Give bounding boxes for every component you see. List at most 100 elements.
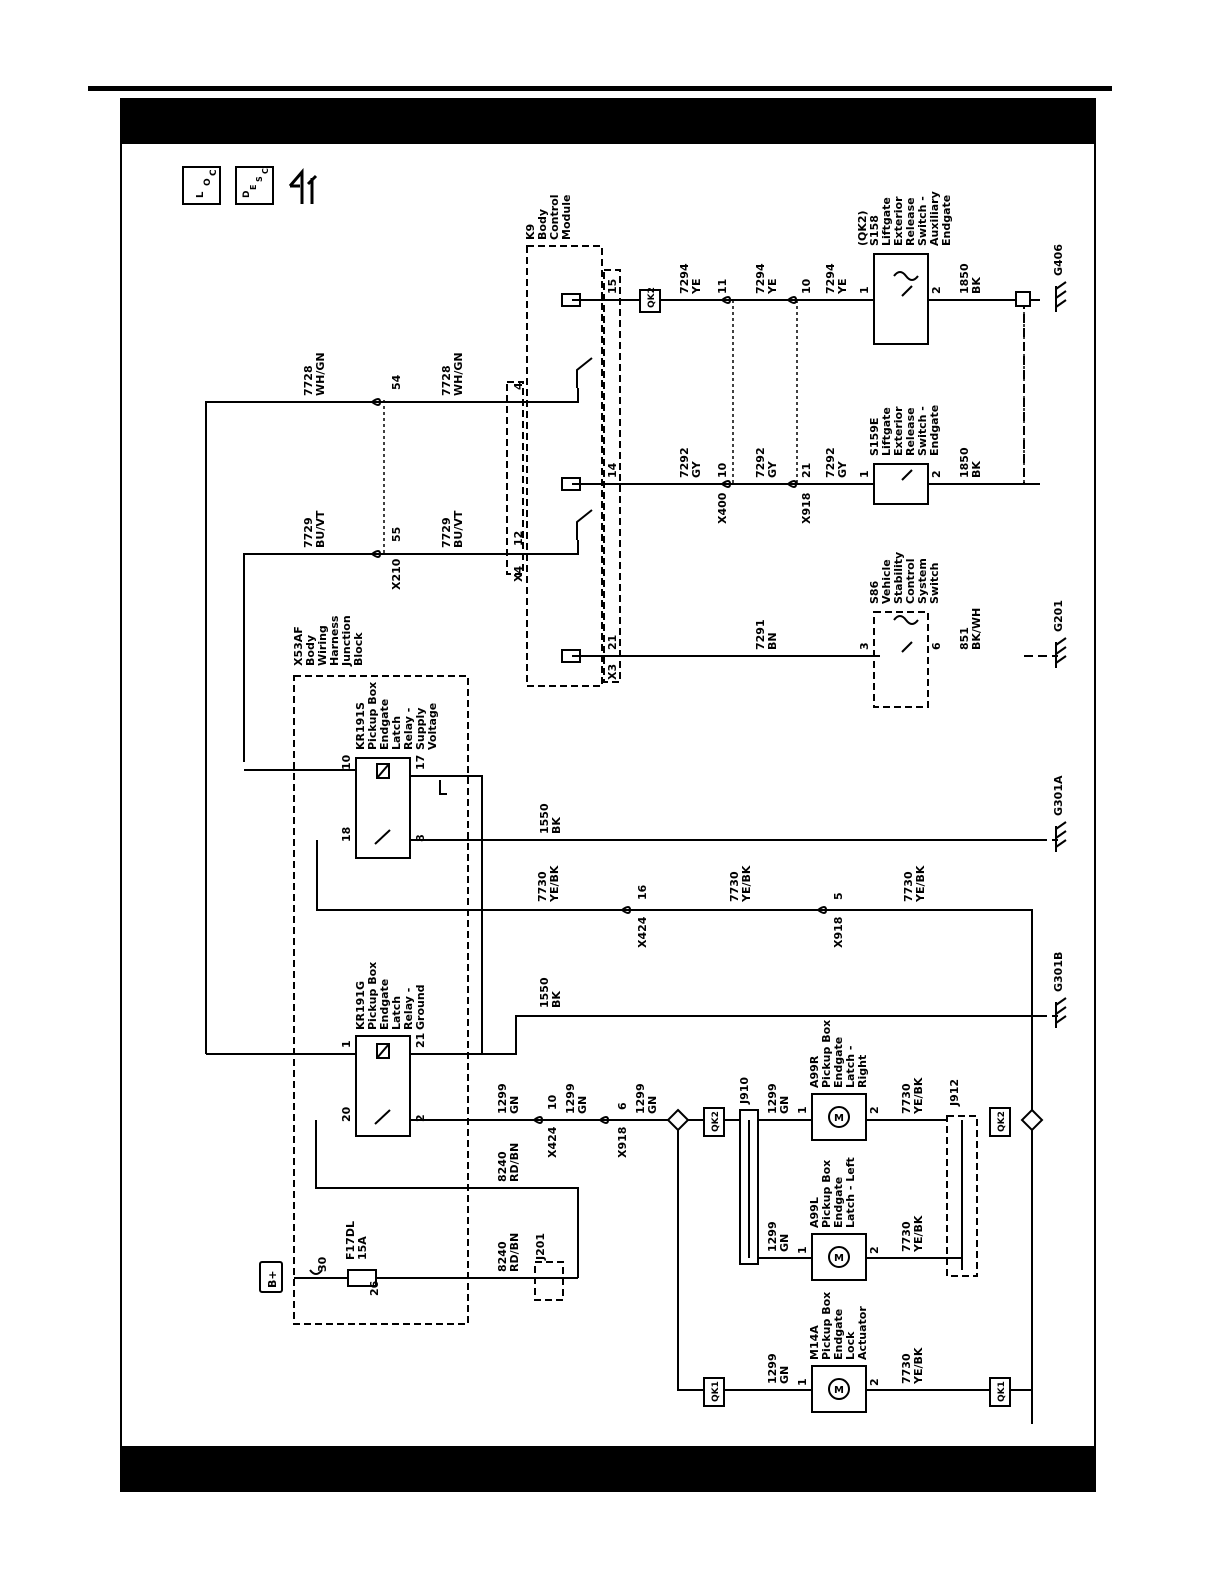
- s158-sub4: Switch -: [916, 196, 929, 246]
- s158-title: S158: [868, 215, 881, 246]
- pin-6-x918: 6: [616, 1102, 629, 1110]
- m14a-sub2: Endgate: [832, 1309, 845, 1360]
- desc-letter-e: E: [249, 185, 258, 190]
- m14a-sub4: Actuator: [856, 1306, 869, 1360]
- s158-sub3: Release: [904, 197, 917, 246]
- pin-8-kr191s: 8: [414, 834, 427, 842]
- wire-7730-d-color: YE/BK: [912, 1077, 925, 1115]
- wire-7729-low-number: 7729: [440, 517, 453, 548]
- a99r-title: A99R: [808, 1055, 821, 1088]
- battery-label: B+: [266, 1270, 279, 1288]
- kr191s-contact-icon: [374, 829, 391, 845]
- splice-diamond-right: [1020, 1108, 1044, 1132]
- s159e-switch-box[interactable]: [873, 463, 929, 505]
- wire-7292-c-color: GY: [836, 460, 849, 478]
- qk2-right-text: QK2: [997, 1111, 1007, 1132]
- a99r-motor-icon: [828, 1106, 850, 1128]
- g201-ground-icon: [1055, 637, 1067, 668]
- x424-label-low: X424: [546, 1126, 559, 1158]
- fuse-f17dl[interactable]: [347, 1269, 377, 1287]
- battery-terminal[interactable]: [259, 1261, 283, 1293]
- g301a-label: G301A: [1052, 775, 1065, 816]
- j912-splice-outline: [946, 1115, 978, 1277]
- pin-21-x918: 21: [800, 463, 813, 478]
- a99l-motor-letter: M: [834, 1253, 844, 1264]
- s158-switch-box[interactable]: [873, 253, 929, 345]
- kr191s-pin17-stub: [439, 780, 447, 795]
- wire-851-color: BK/WH: [970, 608, 983, 650]
- pin-1-kr191g: 1: [340, 1040, 353, 1048]
- k9-body-control-module-outline: [526, 245, 603, 687]
- pin-12: 12: [512, 531, 525, 546]
- x3-label: X3: [606, 664, 619, 680]
- x53af-sub1: Body: [304, 635, 317, 666]
- wire-7730-a-color: YE/BK: [548, 865, 561, 903]
- qk1-left-text: QK1: [711, 1381, 721, 1402]
- desc-icon[interactable]: D E S C: [235, 166, 274, 205]
- diagram-frame: L O C D E S C: [120, 98, 1096, 1492]
- x53af-sub4: Junction: [340, 615, 353, 667]
- pin-1-s158: 1: [858, 286, 871, 294]
- a99r-sub2: Endgate: [832, 1037, 845, 1088]
- k9-sub3: Module: [560, 195, 573, 240]
- k9-resistor-15-icon: [561, 293, 581, 307]
- x4-label: X4: [512, 566, 525, 582]
- x918-pin10-icon: [787, 296, 798, 304]
- wire-1299-e-color: GN: [778, 1234, 791, 1252]
- pin-10-x400: 10: [716, 462, 729, 478]
- g301a-ground-icon: [1055, 821, 1067, 852]
- wire-1299-a-color: GN: [508, 1096, 521, 1114]
- g406-label: G406: [1052, 244, 1065, 276]
- s86-switch-outline: [873, 611, 929, 708]
- a99l-sub3: Latch - Left: [844, 1157, 857, 1228]
- wire-7728-top-number: 7728: [302, 365, 315, 396]
- kr191g-sub5: Ground: [414, 984, 427, 1030]
- pin-1-m14a: 1: [796, 1378, 809, 1386]
- wire-1850-b-color: BK: [970, 461, 983, 478]
- x53af-sub3: Harness: [328, 615, 341, 666]
- wire-7294-a-color: YE: [690, 279, 703, 295]
- x53af-junction-block-outline: [293, 675, 469, 1325]
- wire-1299-b-color: GN: [576, 1096, 589, 1114]
- wire-7294-c-color: YE: [836, 279, 849, 295]
- wire-7730-f-color: YE/BK: [912, 1347, 925, 1385]
- wire-7728-top-color: WH/GN: [314, 352, 327, 396]
- loc-icon[interactable]: L O C: [182, 166, 221, 205]
- wire-7730-f-number: 7730: [900, 1353, 913, 1384]
- top-rule: [88, 86, 1112, 91]
- x210-pin54-icon: [371, 398, 382, 406]
- s158-switch-icon: [901, 285, 913, 297]
- x53af-title: X53AF: [292, 626, 305, 666]
- g406-terminal: [1015, 291, 1031, 307]
- qk2-badge-k9: [639, 289, 661, 313]
- wire-8240-a-color: RD/BN: [508, 1143, 521, 1182]
- k9-input-switch-12-icon: [576, 509, 593, 540]
- diagnostic-wrench-icon[interactable]: [288, 167, 318, 204]
- a99r-sub3: Latch -: [844, 1046, 857, 1088]
- pin-10-kr191s: 10: [340, 754, 353, 770]
- desc-letter-d: D: [242, 191, 252, 198]
- wire-7294-b-color: YE: [766, 279, 779, 295]
- x918-pin6-icon: [599, 1116, 610, 1124]
- x3-connector-outline: [603, 269, 621, 683]
- wire-harness: [205, 299, 1042, 1424]
- wire-7291-number: 7291: [754, 619, 767, 650]
- kr191g-contact-icon: [374, 1109, 391, 1125]
- qk1-right-text: QK1: [997, 1381, 1007, 1402]
- wire-7729-low-color: BU/VT: [452, 510, 465, 548]
- qk1-badge-right: [989, 1377, 1011, 1407]
- wire-7292-b-color: GY: [766, 460, 779, 478]
- x53af-pin30-icon: [309, 1269, 323, 1275]
- wire-7294-a-number: 7294: [678, 263, 691, 294]
- m14a-sub1: Pickup Box: [820, 1292, 833, 1360]
- wire-1550-b-color: BK: [550, 991, 563, 1008]
- m14a-motor-icon: [828, 1378, 850, 1400]
- qk1-badge-left: [703, 1377, 725, 1407]
- wire-1850-a-color: BK: [970, 277, 983, 294]
- j201-splice-outline: [534, 1261, 564, 1301]
- kr191g-relay-box[interactable]: [355, 1035, 411, 1137]
- wire-7730-a-number: 7730: [536, 871, 549, 902]
- s158-hand-icon: [893, 271, 919, 281]
- x400-label: X400: [716, 492, 729, 524]
- kr191s-relay-box[interactable]: [355, 757, 411, 859]
